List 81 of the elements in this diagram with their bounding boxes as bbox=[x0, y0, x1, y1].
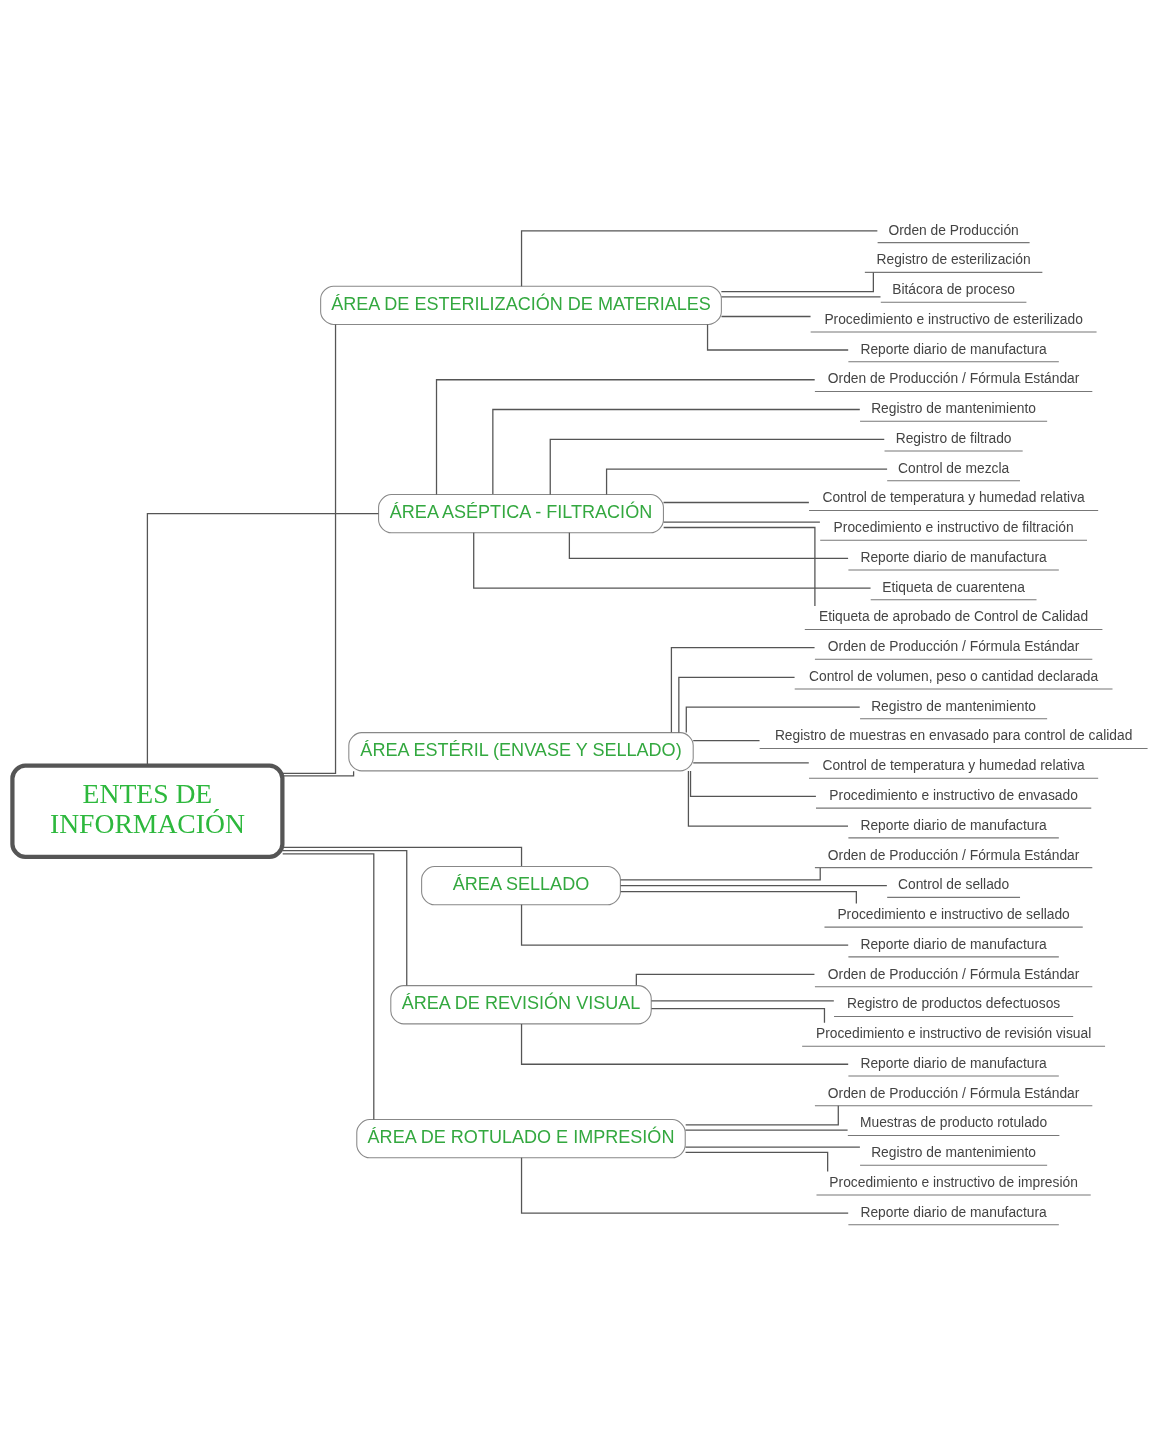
connector bbox=[492, 408, 861, 495]
node-text: Orden de Producción / Fórmula Estándar bbox=[827, 846, 1080, 863]
connector bbox=[685, 1104, 839, 1125]
node-text: Bitácora de proceso bbox=[892, 280, 1015, 297]
connector bbox=[720, 295, 882, 297]
connector bbox=[146, 512, 380, 766]
connector bbox=[568, 531, 849, 559]
node-text: Control de sellado bbox=[898, 875, 1010, 892]
node-text: Control de mezcla bbox=[898, 459, 1010, 476]
connector bbox=[281, 849, 408, 986]
node-text: Procedimiento e instructivo de esterilizado bbox=[824, 310, 1083, 327]
node-text: Orden de Producción bbox=[888, 221, 1019, 238]
node-text: Registro de mantenimiento bbox=[871, 697, 1037, 714]
connector bbox=[720, 315, 812, 317]
node-text: Registro de productos defectuosos bbox=[847, 994, 1061, 1011]
node-text: Procedimiento e instructivo de sellado bbox=[837, 905, 1070, 922]
node-text: Muestras de producto rotulado bbox=[860, 1113, 1048, 1130]
node-text: Registro de esterilización bbox=[876, 250, 1031, 267]
connector bbox=[692, 761, 810, 764]
connector bbox=[684, 1151, 829, 1172]
connector bbox=[684, 1129, 849, 1131]
node-text: Orden de Producción / Fórmula Estándar bbox=[827, 637, 1080, 654]
node-box: ÁREA ASÉPTICA - FILTRACIÓN bbox=[378, 493, 664, 533]
connector bbox=[549, 438, 885, 495]
connector bbox=[706, 323, 849, 351]
node-text: Procedimiento e instructivo de envasado bbox=[829, 786, 1078, 803]
connector bbox=[282, 323, 337, 774]
connector bbox=[520, 1022, 849, 1065]
connector bbox=[650, 1007, 826, 1023]
node-text: Procedimiento e instructivo de impresión bbox=[829, 1173, 1078, 1190]
connector bbox=[281, 846, 523, 867]
connector bbox=[520, 229, 878, 287]
connector bbox=[720, 271, 874, 292]
connector bbox=[619, 884, 888, 886]
connector bbox=[685, 706, 861, 733]
node-text: Orden de Producción / Fórmula Estándar bbox=[827, 369, 1080, 386]
connector bbox=[620, 890, 857, 904]
node-box: ÁREA DE REVISIÓN VISUAL bbox=[390, 984, 652, 1024]
connector bbox=[650, 999, 835, 1001]
node-box: ÁREA ESTÉRIL (ENVASE Y SELLADO) bbox=[348, 731, 694, 771]
node-text: Etiqueta de cuarentena bbox=[882, 578, 1025, 595]
node-text: Reporte diario de manufactura bbox=[860, 1054, 1047, 1071]
connector bbox=[689, 769, 817, 797]
connector bbox=[520, 903, 849, 946]
connector bbox=[663, 526, 816, 607]
node-text: Orden de Producción / Fórmula Estándar bbox=[827, 965, 1080, 982]
connector bbox=[435, 378, 816, 495]
connector bbox=[605, 467, 888, 495]
connector bbox=[635, 973, 816, 986]
connector bbox=[282, 770, 355, 776]
connector bbox=[473, 531, 872, 589]
node-text: Procedimiento e instructivo de revisión visual bbox=[815, 1024, 1092, 1041]
node-text: Reporte diario de manufactura bbox=[860, 548, 1047, 565]
node-text: Control de temperatura y humedad relativa bbox=[822, 756, 1085, 773]
connector bbox=[662, 501, 810, 503]
node-box: ÁREA SELLADO bbox=[421, 865, 621, 905]
node-text: Etiqueta de aprobado de Control de Calidad bbox=[818, 607, 1089, 624]
connector bbox=[687, 769, 849, 827]
node-text: Control de volumen, peso o cantidad declarada bbox=[809, 667, 1099, 684]
connector bbox=[282, 852, 375, 1120]
connector bbox=[520, 1156, 849, 1214]
node-text: Reporte diario de manufactura bbox=[860, 935, 1047, 952]
connector bbox=[662, 521, 821, 523]
connector bbox=[678, 676, 796, 733]
node-text: Reporte diario de manufactura bbox=[860, 816, 1047, 833]
node-text: Registro de muestras en envasado para control de calidad bbox=[774, 726, 1133, 743]
node-box: ÁREA DE ROTULADO E IMPRESIÓN bbox=[356, 1118, 686, 1158]
connector bbox=[684, 1146, 861, 1148]
node-text: Control de temperatura y humedad relativa bbox=[822, 488, 1085, 505]
node-text: Reporte diario de manufactura bbox=[860, 340, 1047, 357]
node-box: ENTES DE INFORMACIÓN bbox=[10, 762, 285, 859]
node-text: Reporte diario de manufactura bbox=[860, 1203, 1047, 1220]
connector bbox=[670, 646, 816, 733]
node-text: Registro de filtrado bbox=[895, 429, 1012, 446]
node-box: ÁREA DE ESTERILIZACIÓN DE MATERIALES bbox=[320, 285, 722, 325]
node-text: Registro de mantenimiento bbox=[871, 399, 1037, 416]
node-text: Registro de mantenimiento bbox=[871, 1143, 1037, 1160]
node-text: Procedimiento e instructivo de filtración bbox=[833, 518, 1074, 535]
node-text: Orden de Producción / Fórmula Estándar bbox=[827, 1084, 1080, 1101]
connector bbox=[620, 866, 821, 880]
connector bbox=[692, 739, 761, 741]
